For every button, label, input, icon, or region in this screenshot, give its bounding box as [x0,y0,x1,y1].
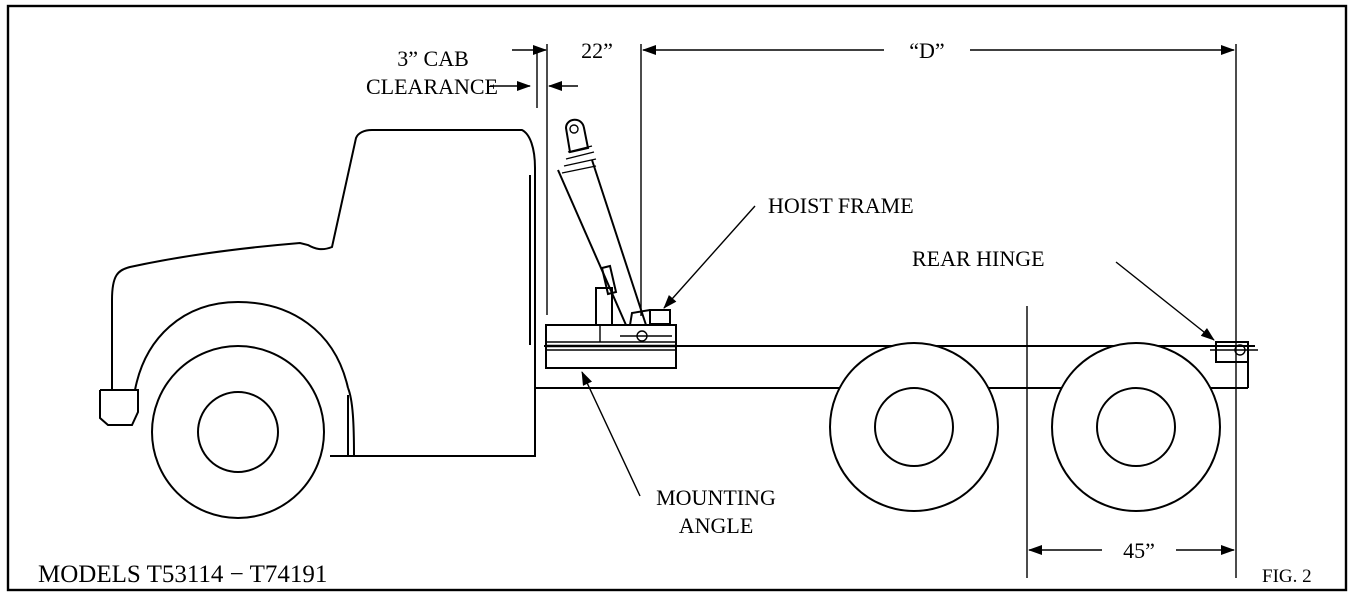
rear-hinge-label: REAR HINGE [912,246,1045,271]
rear-hinge [1210,341,1258,363]
drawing-border [6,4,1348,592]
figure-label: FIG. 2 [1262,566,1312,587]
front-wheel [151,345,325,519]
truck-cab [99,129,536,457]
hoist-frame [595,287,672,342]
hoist-cylinder [557,118,647,326]
rear-wheel-aft [1051,342,1221,512]
dimension-d-label: “D” [909,38,944,63]
mounting-angle [545,324,677,369]
mounting-angle-label-2: ANGLE [679,513,754,538]
mounting-angle-label-1: MOUNTING [656,485,776,510]
rear-wheel-forward [829,342,999,512]
dimension-22-label: 22” [581,38,613,63]
hoist-frame-label: HOIST FRAME [768,193,914,218]
dimension-45-label: 45” [1123,538,1155,563]
dimension-lines [490,44,1237,578]
models-label: MODELS T53114 − T74191 [38,561,327,588]
cab-clearance-label-2: CLEARANCE [366,74,498,99]
cab-clearance-label-1: 3” CAB [397,46,469,71]
